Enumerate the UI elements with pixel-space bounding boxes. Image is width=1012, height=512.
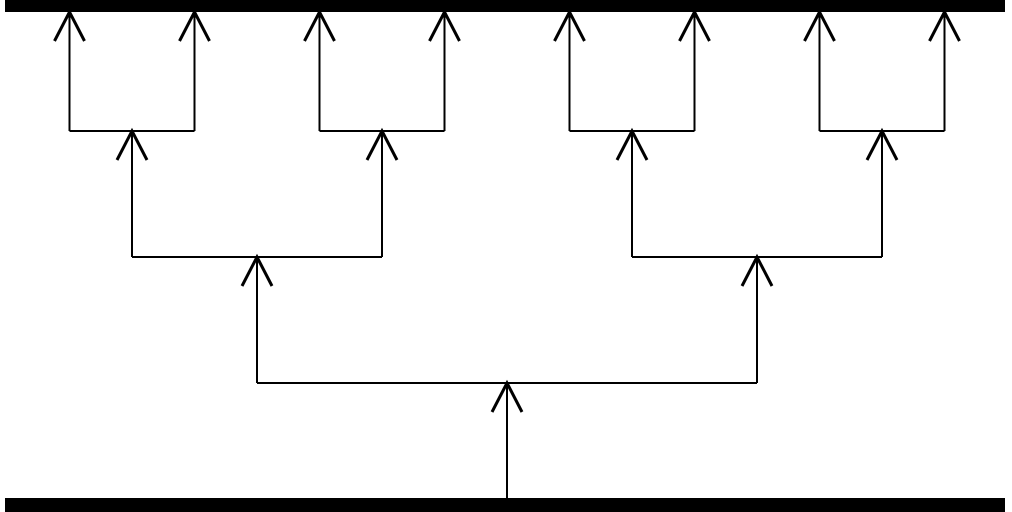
arrowhead-icon [678,8,711,42]
top-bar [5,0,1005,12]
bottom-bar [5,498,1005,512]
arrowhead-icon [928,8,961,42]
arrowhead-icon [553,8,586,42]
arrowhead-icon [303,8,336,42]
arrowhead-icon [428,8,461,42]
arrowhead-icon [178,8,211,42]
arrowhead-icon [803,8,836,42]
arrowhead-icon [53,8,86,42]
